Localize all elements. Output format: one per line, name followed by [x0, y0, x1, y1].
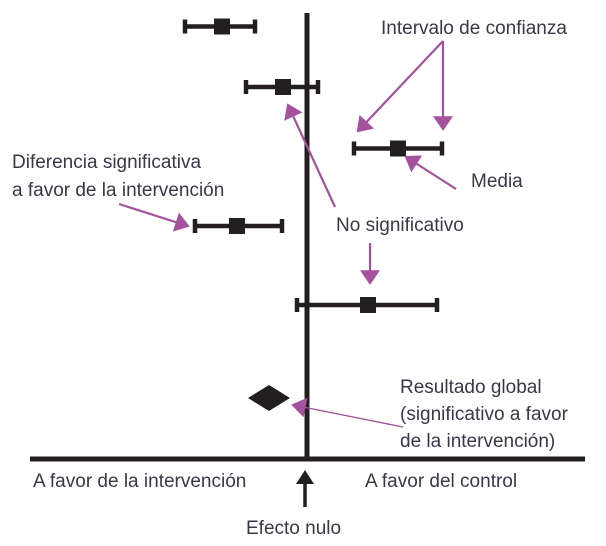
- significant-difference-line2: a favor de la intervención: [12, 180, 225, 201]
- significant-difference-line1: Diferencia significativa: [12, 152, 202, 173]
- confidence-interval-label: Intervalo de confianza: [381, 18, 567, 39]
- mean-square: [275, 79, 291, 95]
- favors-intervention-axis-label: A favor de la intervención: [33, 471, 247, 492]
- study-4-ci-bar: [192, 218, 285, 234]
- null-effect-pointer-arrow: [296, 470, 314, 507]
- global-result-line3: de la intervención): [400, 431, 556, 452]
- study-2-ci-bar: [243, 79, 321, 95]
- null-effect-label: Efecto nulo: [246, 518, 342, 539]
- mean-square: [360, 297, 376, 313]
- favors-control-axis-label: A favor del control: [365, 471, 518, 492]
- mean-square: [229, 218, 245, 234]
- study-3-ci-bar: [351, 140, 445, 157]
- mean-label: Media: [471, 171, 523, 192]
- mean-square: [214, 18, 230, 35]
- ci-left-end-arrow: [356, 40, 444, 133]
- significant-difference-label: Diferencia significativa a favor de la i…: [12, 149, 224, 205]
- study-5-ci-bar: [294, 297, 440, 313]
- global-result-label: Resultado global (significativo a favor …: [400, 374, 568, 455]
- not-significant-label: No significativo: [336, 215, 464, 236]
- overall-result-diamond: [248, 385, 290, 411]
- global-result-line1: Resultado global: [400, 377, 542, 398]
- global-result-line2: (significativo a favor: [400, 404, 568, 425]
- not-significant-up-arrow: [284, 103, 336, 208]
- mean-arrow: [404, 155, 457, 190]
- significant-difference-arrow: [118, 202, 190, 232]
- mean-square: [390, 140, 406, 157]
- global-result-arrow: [291, 397, 404, 428]
- study-1-ci-bar: [182, 18, 258, 35]
